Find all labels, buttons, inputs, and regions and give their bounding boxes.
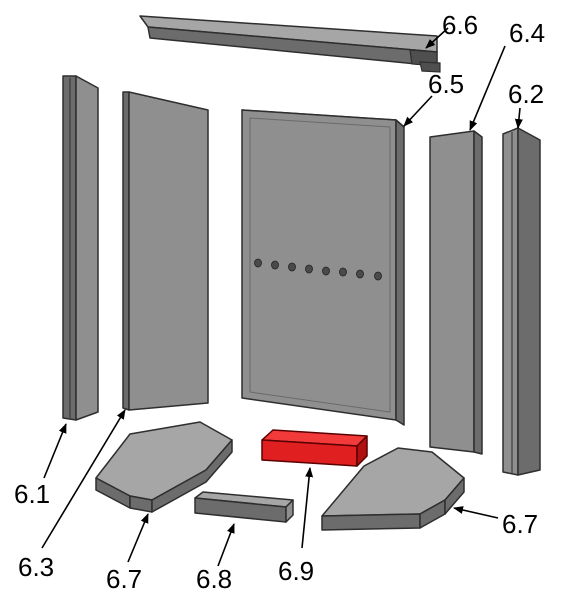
callout-6-4: 6.4 <box>509 18 545 48</box>
callout-6-7-left: 6.7 <box>106 564 142 594</box>
leader-6-5 <box>403 95 433 127</box>
callout-6-1: 6.1 <box>14 479 50 509</box>
callout-6-3: 6.3 <box>18 552 54 582</box>
leader-6-4 <box>469 45 506 131</box>
leader-6-8 <box>217 523 235 567</box>
leader-6-7a <box>127 513 149 563</box>
part-6-1-left-strip <box>62 75 99 421</box>
leader-6-2 <box>514 107 523 129</box>
leader-6-6 <box>425 27 449 49</box>
part-6-7-right-floor-plate <box>321 447 465 531</box>
part-6-6-top-plate <box>139 15 441 73</box>
callout-6-7-right: 6.7 <box>502 509 538 539</box>
leader-lines <box>41 27 523 567</box>
part-6-9-highlighted-brick <box>261 429 368 467</box>
part-6-5-back-panel <box>241 109 405 426</box>
part-6-8-small-brick <box>194 491 294 523</box>
air-holes <box>254 258 382 281</box>
part-6-2-right-strip <box>502 127 541 476</box>
callout-6-6: 6.6 <box>442 10 478 40</box>
leader-6-7b <box>453 506 499 519</box>
callout-6-9: 6.9 <box>278 556 314 586</box>
leader-6-9 <box>301 467 314 549</box>
callout-6-5: 6.5 <box>428 69 464 99</box>
leader-6-3 <box>41 409 126 549</box>
leader-6-1 <box>43 423 67 479</box>
callout-6-8: 6.8 <box>196 564 232 594</box>
part-6-4-right-panel <box>429 130 483 455</box>
part-6-3-left-panel <box>122 91 209 411</box>
part-6-7-left-floor-plate <box>95 421 233 513</box>
callout-6-2: 6.2 <box>508 79 544 109</box>
